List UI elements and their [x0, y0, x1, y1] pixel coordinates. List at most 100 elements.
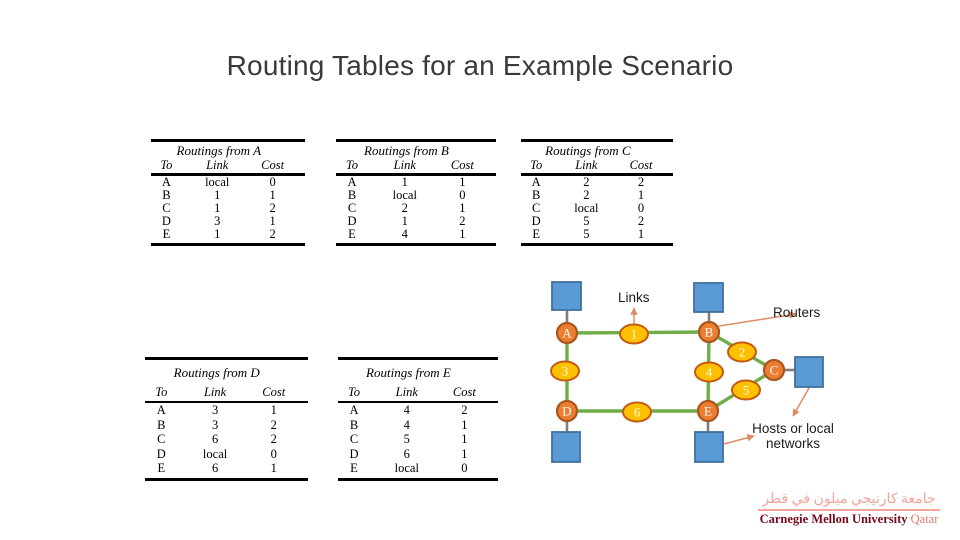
- table-cell: Cost: [629, 157, 653, 172]
- router-d-label: D: [562, 404, 571, 419]
- table-cell: 2: [401, 200, 408, 215]
- host-square-d: [551, 431, 581, 463]
- table-rule-top: [338, 357, 498, 360]
- table-cell: 1: [637, 187, 645, 202]
- table-header: To Link Cost: [521, 158, 673, 174]
- routers-callout-arrow: [718, 311, 797, 327]
- router-e-label: E: [704, 404, 712, 419]
- table-cell: 1: [461, 432, 468, 447]
- router-b-label: B: [705, 325, 714, 340]
- router-c: [762, 358, 786, 382]
- table-rule-mid: [521, 173, 673, 176]
- table-cell: To: [345, 157, 359, 172]
- link-2-label: 2: [739, 345, 746, 360]
- link-ellipse-5: [731, 379, 761, 401]
- table-cell: A: [156, 403, 166, 417]
- table-cell: B: [162, 187, 171, 202]
- hosts-callout-arrow-left: [723, 434, 755, 445]
- table-rule-mid: [145, 400, 308, 403]
- table-title: Routings from D: [173, 364, 260, 380]
- table-cell: Link: [575, 157, 598, 172]
- host-square-e: [694, 431, 724, 463]
- link-ellipse-2: [727, 341, 757, 363]
- table-cell: To: [347, 384, 361, 399]
- table-cell: local: [202, 446, 228, 461]
- table-cell: C: [349, 432, 359, 447]
- hosts-label-line1: Hosts or local: [752, 421, 834, 436]
- table-cell: A: [161, 174, 171, 189]
- table-cell: To: [160, 157, 173, 172]
- table-cell: E: [532, 226, 541, 241]
- table-cell: To: [530, 157, 543, 172]
- table-cell: 3: [211, 403, 219, 417]
- table-cell: Cost: [452, 384, 476, 399]
- table-cell: D: [161, 213, 171, 228]
- table-cell: E: [162, 226, 171, 241]
- table-row: E 1 2: [151, 226, 305, 241]
- router-a: [555, 321, 579, 345]
- table-cell: 1: [214, 226, 221, 241]
- table-rule-bottom: [145, 477, 308, 481]
- table-row: C 1 2: [151, 200, 305, 215]
- table-rule-mid: [338, 400, 498, 403]
- logo-arabic-text: جامعة كارنيجي ميلون في قطر: [758, 492, 940, 511]
- table-cell: C: [347, 200, 357, 215]
- table-cell: local: [205, 174, 230, 189]
- table-cell: 3: [211, 417, 219, 432]
- router-c-label: C: [770, 363, 779, 378]
- host-square-b: [693, 282, 724, 313]
- logo-english-text: Carnegie Mellon University Qatar: [758, 512, 940, 527]
- link-ellipse-3: [550, 360, 580, 382]
- table-cell: 1: [214, 187, 221, 202]
- table-cell: 6: [403, 446, 410, 461]
- table-cell: 1: [214, 200, 221, 215]
- table-cell: 2: [269, 226, 276, 241]
- table-cell: 2: [637, 174, 645, 189]
- table-rule-bottom: [336, 242, 496, 246]
- table-cell: 4: [403, 403, 410, 417]
- table-cell: 1: [637, 226, 645, 241]
- table-cell: local: [574, 200, 599, 215]
- table-cell: C: [162, 200, 171, 215]
- host-square-a: [551, 281, 582, 311]
- link-ellipse-6: [622, 401, 652, 423]
- table-rule-top: [151, 139, 305, 142]
- table-title: Routings from C: [545, 142, 631, 158]
- table-cell: 1: [270, 461, 277, 476]
- table-cell: 2: [269, 200, 276, 215]
- table-cell: 0: [459, 187, 466, 202]
- table-cell: Cost: [450, 157, 474, 172]
- table-cell: local: [394, 461, 419, 476]
- table-rule-bottom: [338, 477, 498, 481]
- table-rule-top: [521, 139, 673, 142]
- table-cell: 4: [401, 226, 408, 241]
- routers-label: Routers: [773, 305, 821, 320]
- table-cell: 2: [583, 187, 590, 202]
- table-cell: B: [347, 187, 357, 202]
- table-cell: B: [157, 417, 166, 432]
- link-ellipse-1: [619, 323, 649, 345]
- table-cell: 0: [637, 200, 645, 215]
- table-cell: Link: [395, 384, 418, 399]
- table-cell: 0: [270, 446, 277, 461]
- table-cell: A: [349, 403, 359, 417]
- table-cell: D: [349, 446, 359, 461]
- table-cell: D: [156, 446, 166, 461]
- logo-region-name: Qatar: [910, 512, 939, 526]
